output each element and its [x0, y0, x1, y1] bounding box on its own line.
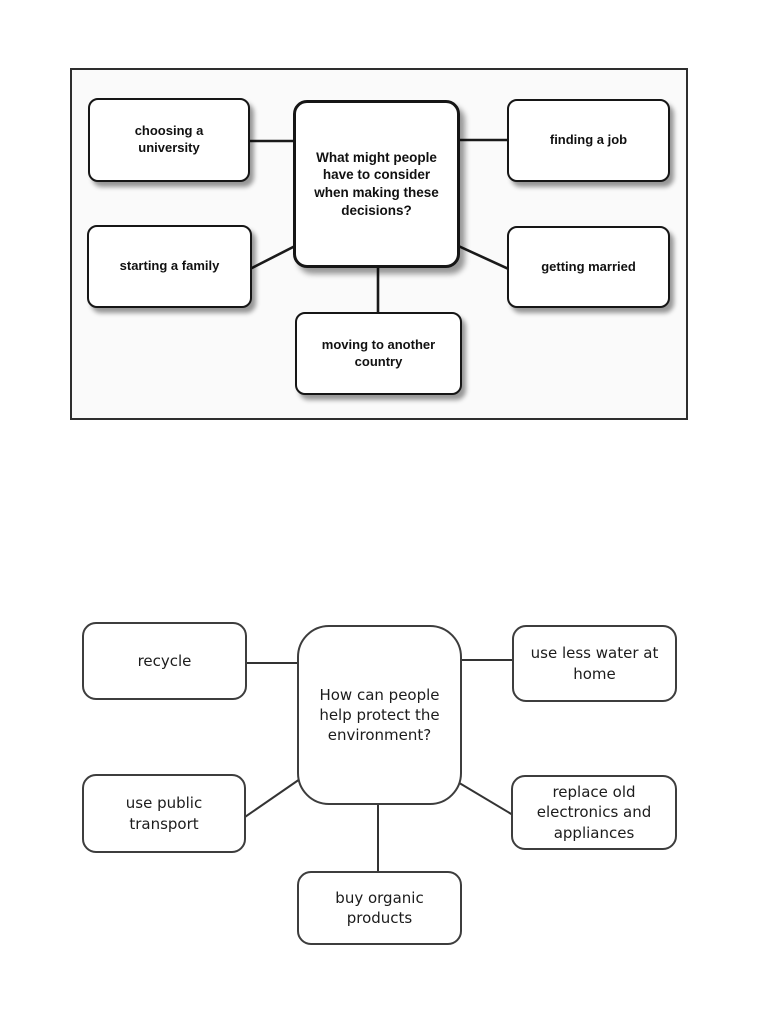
node-recycle: recycle [82, 622, 247, 700]
node-starting-a-family: starting a family [87, 225, 252, 308]
node-getting-married: getting married [507, 226, 670, 308]
node-moving-to-another-country: moving to another country [295, 312, 462, 395]
environment-connector-lines [240, 659, 519, 876]
node-label: use less water at home [530, 644, 659, 683]
node-buy-organic-products: buy organic products [297, 871, 462, 945]
decisions-diagram-frame: What might people have to consider when … [70, 68, 688, 420]
connector-replace-electronics [455, 780, 519, 819]
node-label: recycle [137, 651, 192, 670]
node-label: starting a family [119, 258, 220, 274]
node-label: moving to another country [321, 336, 436, 369]
environment-center-node: How can people help protect the environm… [297, 625, 462, 805]
node-replace-old-electronics: replace old electronics and appliances [511, 775, 677, 850]
node-choosing-a-university: choosing a university [88, 98, 250, 182]
node-use-less-water-at-home: use less water at home [512, 625, 677, 702]
decisions-center-node: What might people have to consider when … [293, 100, 460, 268]
environment-diagram: How can people help protect the environm… [70, 610, 690, 955]
node-label: use public transport [125, 794, 203, 833]
connector-starting-family [245, 242, 300, 273]
decisions-center-label: What might people have to consider when … [314, 149, 439, 218]
environment-center-label: How can people help protect the environm… [319, 685, 440, 745]
node-label: getting married [541, 258, 636, 274]
node-finding-a-job: finding a job [507, 99, 670, 182]
node-label: buy organic products [335, 888, 424, 927]
decisions-connector-lines [244, 138, 514, 318]
node-label: finding a job [549, 132, 628, 148]
connector-getting-married [453, 242, 514, 273]
node-use-public-transport: use public transport [82, 774, 246, 853]
node-label: replace old electronics and appliances [536, 783, 652, 842]
connector-public-transport [241, 778, 301, 820]
node-label: choosing a university [134, 123, 204, 155]
